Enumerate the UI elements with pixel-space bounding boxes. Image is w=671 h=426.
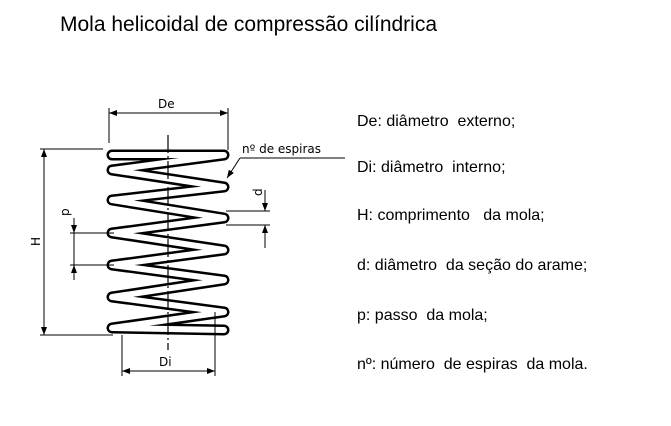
d-dimension (226, 190, 270, 248)
legend-p: p: passo da mola; (357, 307, 488, 324)
de-label: De (158, 97, 175, 111)
page-title: Mola helicoidal de compressão cilíndrica (60, 13, 438, 36)
di-dimension (121, 312, 216, 376)
legend-h: H: comprimento da mola; (357, 207, 545, 224)
legend-di: Di: diâmetro interno; (357, 159, 506, 176)
legend-n: nº: número de espiras da mola. (357, 356, 588, 373)
legend-de: De: diâmetro externo; (357, 113, 516, 130)
p-dimension (70, 218, 114, 280)
espiras-label: nº de espiras (242, 142, 321, 156)
p-label: p (58, 208, 72, 216)
d-label: d (251, 188, 265, 196)
h-dimension (40, 148, 113, 336)
di-label: Di (159, 355, 172, 369)
de-dimension (108, 108, 229, 150)
legend-d: d: diâmetro da seção do arame; (357, 257, 588, 274)
h-label: H (29, 237, 43, 246)
espiras-leader (226, 157, 345, 179)
